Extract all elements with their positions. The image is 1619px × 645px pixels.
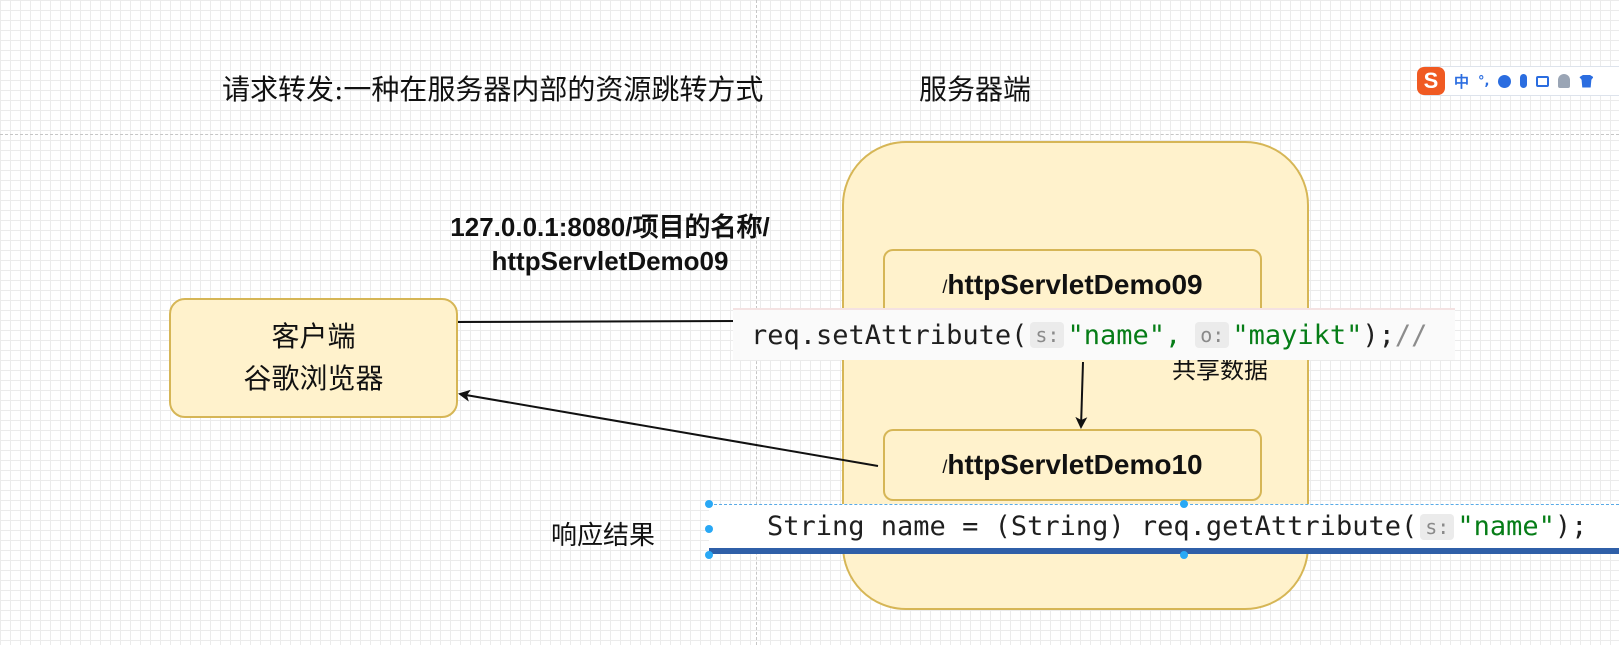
param-hint-s: s: xyxy=(1030,322,1065,348)
client-label: 客户端 xyxy=(271,320,356,353)
request-url-label[interactable]: 127.0.0.1:8080/项目的名称/ httpServletDemo09 xyxy=(420,210,800,278)
servlet-demo10-name: httpServletDemo10 xyxy=(947,449,1203,480)
code-set-arg2: "mayikt" xyxy=(1232,319,1363,351)
servlet-demo09-slash: / xyxy=(942,276,948,297)
code-get-prefix: String name = (String) req.getAttribute( xyxy=(767,511,1418,542)
ime-toolbar[interactable]: S 中 °, xyxy=(1417,66,1619,96)
code-set-suffix: ); xyxy=(1362,319,1395,351)
servlet-demo09-name: httpServletDemo09 xyxy=(947,269,1203,300)
emoji-icon[interactable] xyxy=(1498,74,1512,88)
code-set-arg1: "name", xyxy=(1067,319,1182,351)
code-set-prefix: req.setAttribute( xyxy=(751,319,1028,351)
diagram-title[interactable]: 请求转发:一种在服务器内部的资源跳转方式 xyxy=(222,73,764,106)
selection-handle-bottom-mid[interactable] xyxy=(1180,551,1188,559)
forward-arrow xyxy=(1075,361,1088,429)
code-set-comment: // xyxy=(1394,319,1428,351)
request-url-line2: httpServletDemo09 xyxy=(491,246,729,276)
ime-punctuation-toggle[interactable]: °, xyxy=(1478,73,1490,89)
param-hint-o: o: xyxy=(1195,322,1230,348)
client-browser-box[interactable]: 客户端 谷歌浏览器 xyxy=(169,298,458,418)
response-label[interactable]: 响应结果 xyxy=(551,521,656,551)
servlet-demo10-box[interactable]: / httpServletDemo10 xyxy=(883,429,1262,501)
user-icon[interactable] xyxy=(1558,74,1571,88)
request-url-line1: 127.0.0.1:8080/项目的名称/ xyxy=(450,212,770,242)
selection-handle-top-left[interactable] xyxy=(705,500,713,508)
selection-handle-top-mid[interactable] xyxy=(1180,500,1188,508)
selection-handle-left[interactable] xyxy=(705,525,713,533)
skin-icon[interactable] xyxy=(1579,74,1594,88)
guide-line-horizontal xyxy=(0,134,1619,135)
code-get-suffix: ); xyxy=(1554,511,1588,542)
param-hint-s: s: xyxy=(1420,513,1455,540)
keyboard-icon[interactable] xyxy=(1536,75,1550,87)
selection-handle-bottom-left[interactable] xyxy=(705,551,713,559)
server-label[interactable]: 服务器端 xyxy=(919,73,1032,106)
code-set-attribute[interactable]: req.setAttribute( s: "name", o: "mayikt"… xyxy=(733,308,1455,360)
request-arrow xyxy=(457,320,741,323)
servlet-demo10-slash: / xyxy=(942,456,948,477)
shared-data-label[interactable]: 共享数据 xyxy=(1172,356,1268,384)
ime-logo[interactable]: S xyxy=(1417,67,1445,95)
code-get-attribute[interactable]: String name = (String) req.getAttribute(… xyxy=(709,504,1619,554)
code-get-arg: "name" xyxy=(1457,511,1555,542)
response-arrow xyxy=(458,389,879,467)
ime-mode-toggle[interactable]: 中 xyxy=(1454,72,1470,91)
browser-label: 谷歌浏览器 xyxy=(243,362,384,395)
microphone-icon[interactable] xyxy=(1520,74,1528,88)
